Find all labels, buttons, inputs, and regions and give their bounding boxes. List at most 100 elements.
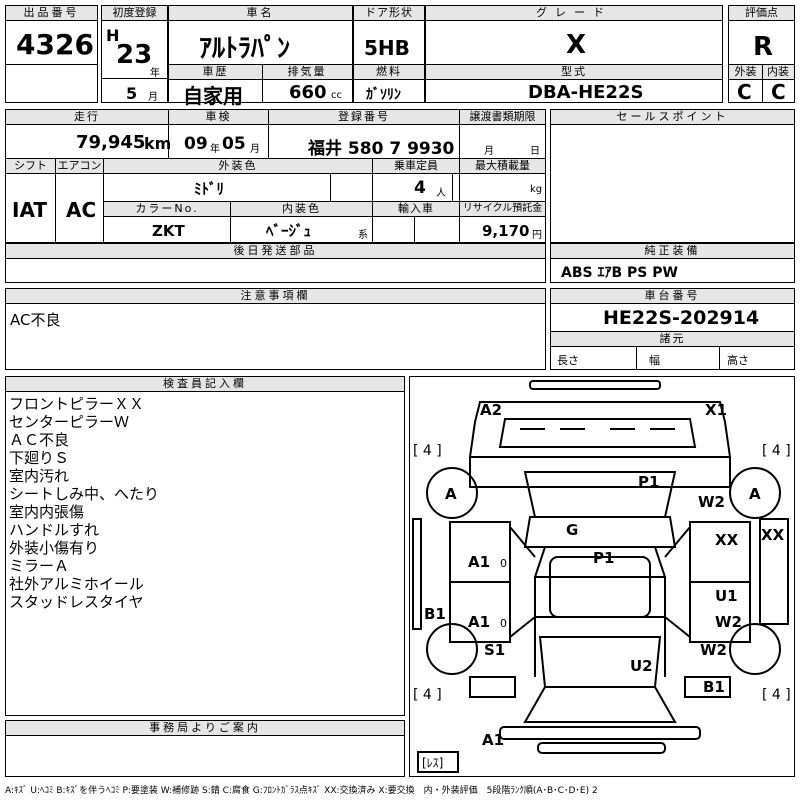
max-load-label: 最大積載量 [460,159,545,174]
damage-mark: X1 [705,401,727,419]
inspection-month: 05 [222,134,246,154]
note-line: 下廻りＳ [9,449,70,467]
damage-mark: A [445,485,457,503]
tire-tread-mark: [ 4 ] [413,687,442,703]
mileage-label: 走行 [6,110,168,125]
damage-mark: G [566,521,578,539]
inspection-label: 車検 [169,110,268,125]
note-line: 社外アルミホイール [9,575,144,593]
sales-point-cell: セールスポイント [550,109,795,243]
damage-mark: A1 [468,613,490,631]
color-number-label: カラーNo. [104,202,230,217]
ac-label: エアコン [56,159,103,174]
spare-tire-mark: [ﾚｽ] [422,756,443,770]
kg-unit: kg [530,184,543,195]
capacity: 4 [414,178,426,198]
transfer-deadline-label: 譲渡書類期限 [460,110,545,125]
door-type: 5HB [364,36,410,60]
damage-mark: 0 [500,617,507,630]
note-line: 室内汚れ [9,467,70,485]
first-reg-year: 23 [116,40,153,70]
grade: X [566,30,587,60]
caution-value: AC不良 [10,311,61,329]
equipment-cell: 純正装備 ABS ｴｱB PS PW [550,243,795,283]
first-registration-label: 初度登録 [102,6,167,21]
first-reg-month: 5 [126,84,138,103]
import-label: 輸入車 [373,202,459,217]
damage-mark: XX [761,526,785,544]
damage-mark: U2 [630,657,653,675]
car-name-label: 車名 [169,6,352,21]
year-unit: 年 [150,68,160,79]
car-name: ｱﾙﾄﾗﾊﾟﾝ [199,34,291,64]
capacity-label: 乗車定員 [373,159,459,174]
inspector-notes: 検査員記入欄 フロントピラーＸＸ センターピラーＷ ＡＣ不良 下廻りＳ 室内汚れ… [5,376,405,716]
dimensions-label: 諸元 [551,332,794,347]
office-notice-label: 事務局よりご案内 [6,721,404,736]
caution-label: 注意事項欄 [6,289,545,304]
note-line: ミラーＡ [9,557,70,575]
note-line: センターピラーＷ [9,413,130,431]
damage-mark: P1 [638,473,659,491]
interior-color-unit: 系 [358,230,368,241]
caution-cell: 注意事項欄 AC不良 [5,288,546,370]
transfer-day: 日 [530,146,540,157]
tire-tread-mark: [ 4 ] [762,687,791,703]
note-line: ＡＣ不良 [9,431,70,449]
registration-label: 登録番号 [269,110,459,125]
interior-label: 内装 [762,65,794,80]
exterior-grade: C [737,80,752,104]
inspection-year: 09 [184,134,208,154]
score-label: 評価点 [729,6,794,21]
score: R [753,32,774,62]
air-conditioner: AC [66,198,97,222]
later-parts-label: 後日発送部品 [6,244,545,259]
mileage: 79,945 [76,132,146,153]
model-label: 型式 [426,65,722,80]
note-line: 外装小傷有り [9,539,100,557]
interior-grade: C [771,80,786,104]
damage-mark: P1 [593,549,614,567]
width-label: 幅 [649,354,660,367]
note-line: フロントピラーＸＸ [9,395,145,413]
capacity-unit: 人 [436,188,446,199]
note-line: スタッドレスタイヤ [9,593,144,611]
damage-mark: W2 [700,641,727,659]
interior-color-label: 内装色 [231,202,372,217]
office-notice: 事務局よりご案内 [5,720,405,777]
damage-mark: 0 [500,557,507,570]
damage-legend: A:ｷｽﾞ U:ﾍｺﾐ B:ｷｽﾞを伴うﾍｺﾐ P:要塗装 W:補修跡 S:錆 … [5,786,598,796]
damage-mark: U1 [715,587,738,605]
first-registration-cell: 初度登録 H 23 年 5 月 [101,5,168,103]
color-number: ZKT [152,222,185,240]
door-label: ドア形状 [354,6,424,21]
car-diagram: A2 X1 P1 W2 A A G P1 XX XX A1 A1 B1 U1 W… [409,376,795,777]
damage-mark: B1 [703,678,725,696]
insp-year-unit: 年 [210,144,220,155]
recycle-fee: 9,170 [482,222,530,240]
damage-mark: A1 [482,731,504,749]
door-cell: ドア形状 5HB 燃料 ｶﾞｿﾘﾝ [353,5,425,103]
damage-mark: A2 [480,401,502,419]
equipment-label: 純正装備 [551,244,794,259]
shift: IAT [12,198,48,222]
month-unit: 月 [148,92,158,103]
chassis-label: 車台番号 [551,289,794,304]
grade-label: グレード [426,6,722,21]
note-line: 室内内張傷 [9,503,85,521]
vehicle-history: 自家用 [183,84,243,108]
lot-number-label: 出品番号 [6,6,97,21]
car-name-cell: 車名 ｱﾙﾄﾗﾊﾟﾝ 車歴 排気量 自家用 660 cc [168,5,353,108]
model-code: DBA-HE22S [528,82,644,103]
cc-unit: cc [331,90,342,101]
era: H [106,26,120,45]
damage-mark: S1 [484,641,505,659]
damage-mark: W2 [715,613,742,631]
height-label: 高さ [727,354,749,367]
exterior-label: 外装 [729,65,762,80]
yen-unit: 円 [532,230,542,241]
lot-number-cell: 出品番号 4326 [5,5,98,103]
note-line: ハンドルすれ [9,521,100,539]
damage-mark: XX [715,531,739,549]
shift-label: シフト [6,159,55,174]
